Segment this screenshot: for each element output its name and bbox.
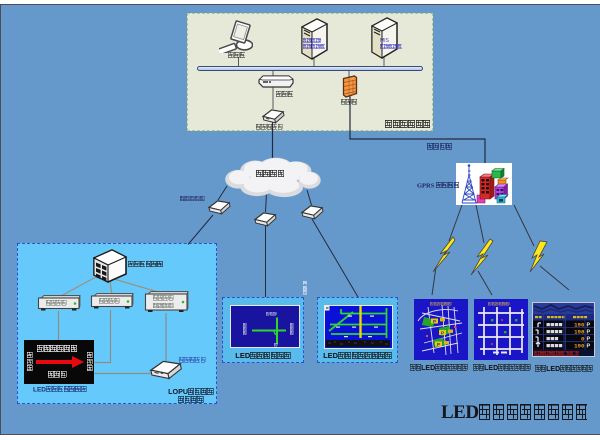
svg-text:P: P — [587, 330, 591, 336]
svg-text:0: 0 — [581, 336, 585, 343]
svg-text:P: P — [587, 344, 591, 350]
svg-text:P: P — [587, 337, 591, 343]
svg-text:P: P — [433, 319, 436, 324]
svg-text:P: P — [587, 323, 591, 329]
svg-text:190: 190 — [574, 343, 585, 350]
svg-text:198: 198 — [574, 329, 585, 336]
svg-text:P: P — [441, 331, 444, 336]
svg-text:P: P — [437, 342, 440, 347]
svg-text:190: 190 — [574, 322, 585, 329]
